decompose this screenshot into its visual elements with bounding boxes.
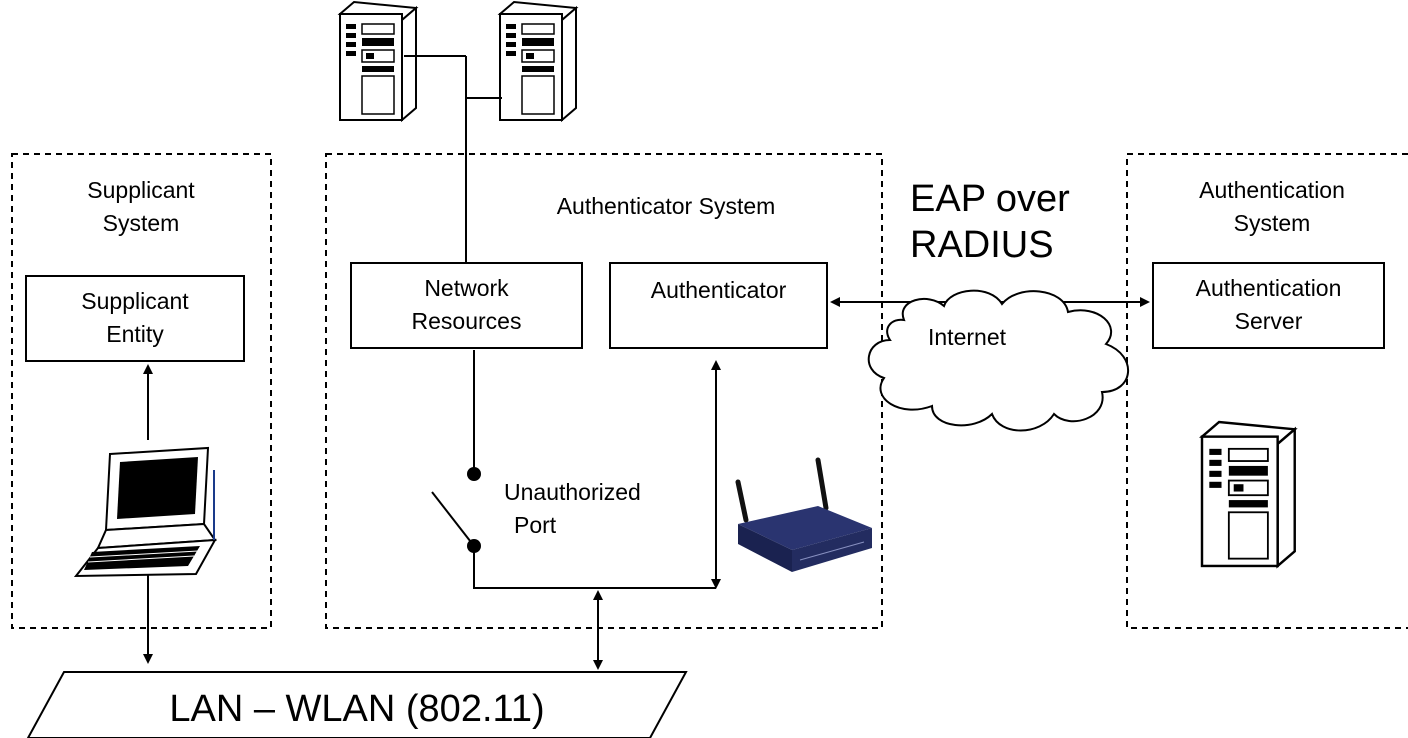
supplicant-entity-label-line1: Supplicant (81, 288, 189, 314)
network-resources-label: Network Resources (352, 272, 581, 338)
server-icon (1200, 420, 1296, 568)
authenticator-system-label: Authenticator System (556, 193, 776, 219)
port-switch-blade (431, 491, 475, 547)
unauthorized-port-label: Unauthorized Port (504, 476, 641, 542)
supplicant-system-label-line1: Supplicant (87, 177, 195, 203)
eap-over-radius-label-line2: RADIUS (910, 224, 1054, 266)
authentication-server-box[interactable]: Authentication Server (1152, 262, 1385, 349)
authentication-system-boundary (1126, 153, 1408, 629)
authentication-system-label-line1: Authentication (1199, 177, 1345, 203)
authentication-server-label: Authentication Server (1154, 272, 1383, 338)
supplicant-entity-box[interactable]: Supplicant Entity (25, 275, 245, 362)
network-resources-label-line1: Network (424, 275, 509, 301)
server-icon (339, 1, 417, 121)
eap-over-radius-label: EAP over RADIUS (910, 176, 1070, 268)
eap-over-radius-label-line1: EAP over (910, 178, 1070, 220)
authentication-server-label-line1: Authentication (1195, 275, 1342, 301)
authentication-server-label-line2: Server (1234, 308, 1303, 334)
server-icon (499, 1, 577, 121)
supplicant-system-label: Supplicant System (41, 174, 241, 240)
authenticator-box[interactable]: Authenticator (609, 262, 828, 349)
unauthorized-port-label-line2: Port (514, 512, 557, 538)
cloud-icon (867, 289, 1130, 432)
internet-label: Internet (928, 324, 1006, 350)
lan-label: LAN – WLAN (802.11) (169, 688, 545, 730)
wireless-router-icon (735, 457, 872, 572)
laptop-icon (73, 446, 217, 578)
authentication-system-label: Authentication System (1162, 174, 1382, 240)
supplicant-entity-label-line2: Entity (106, 321, 164, 347)
authentication-system-label-line2: System (1233, 210, 1311, 236)
port-to-authenticator-line (473, 546, 716, 589)
port-contact-top (467, 467, 481, 481)
supplicant-system-label-line2: System (102, 210, 180, 236)
authenticator-label: Authenticator (650, 277, 787, 303)
supplicant-system-boundary (11, 153, 272, 629)
lan-segment (26, 671, 688, 738)
unauthorized-port-label-line1: Unauthorized (504, 479, 641, 505)
supplicant-entity-label: Supplicant Entity (27, 285, 243, 351)
network-resources-box[interactable]: Network Resources (350, 262, 583, 349)
network-resources-label-line2: Resources (411, 308, 522, 334)
